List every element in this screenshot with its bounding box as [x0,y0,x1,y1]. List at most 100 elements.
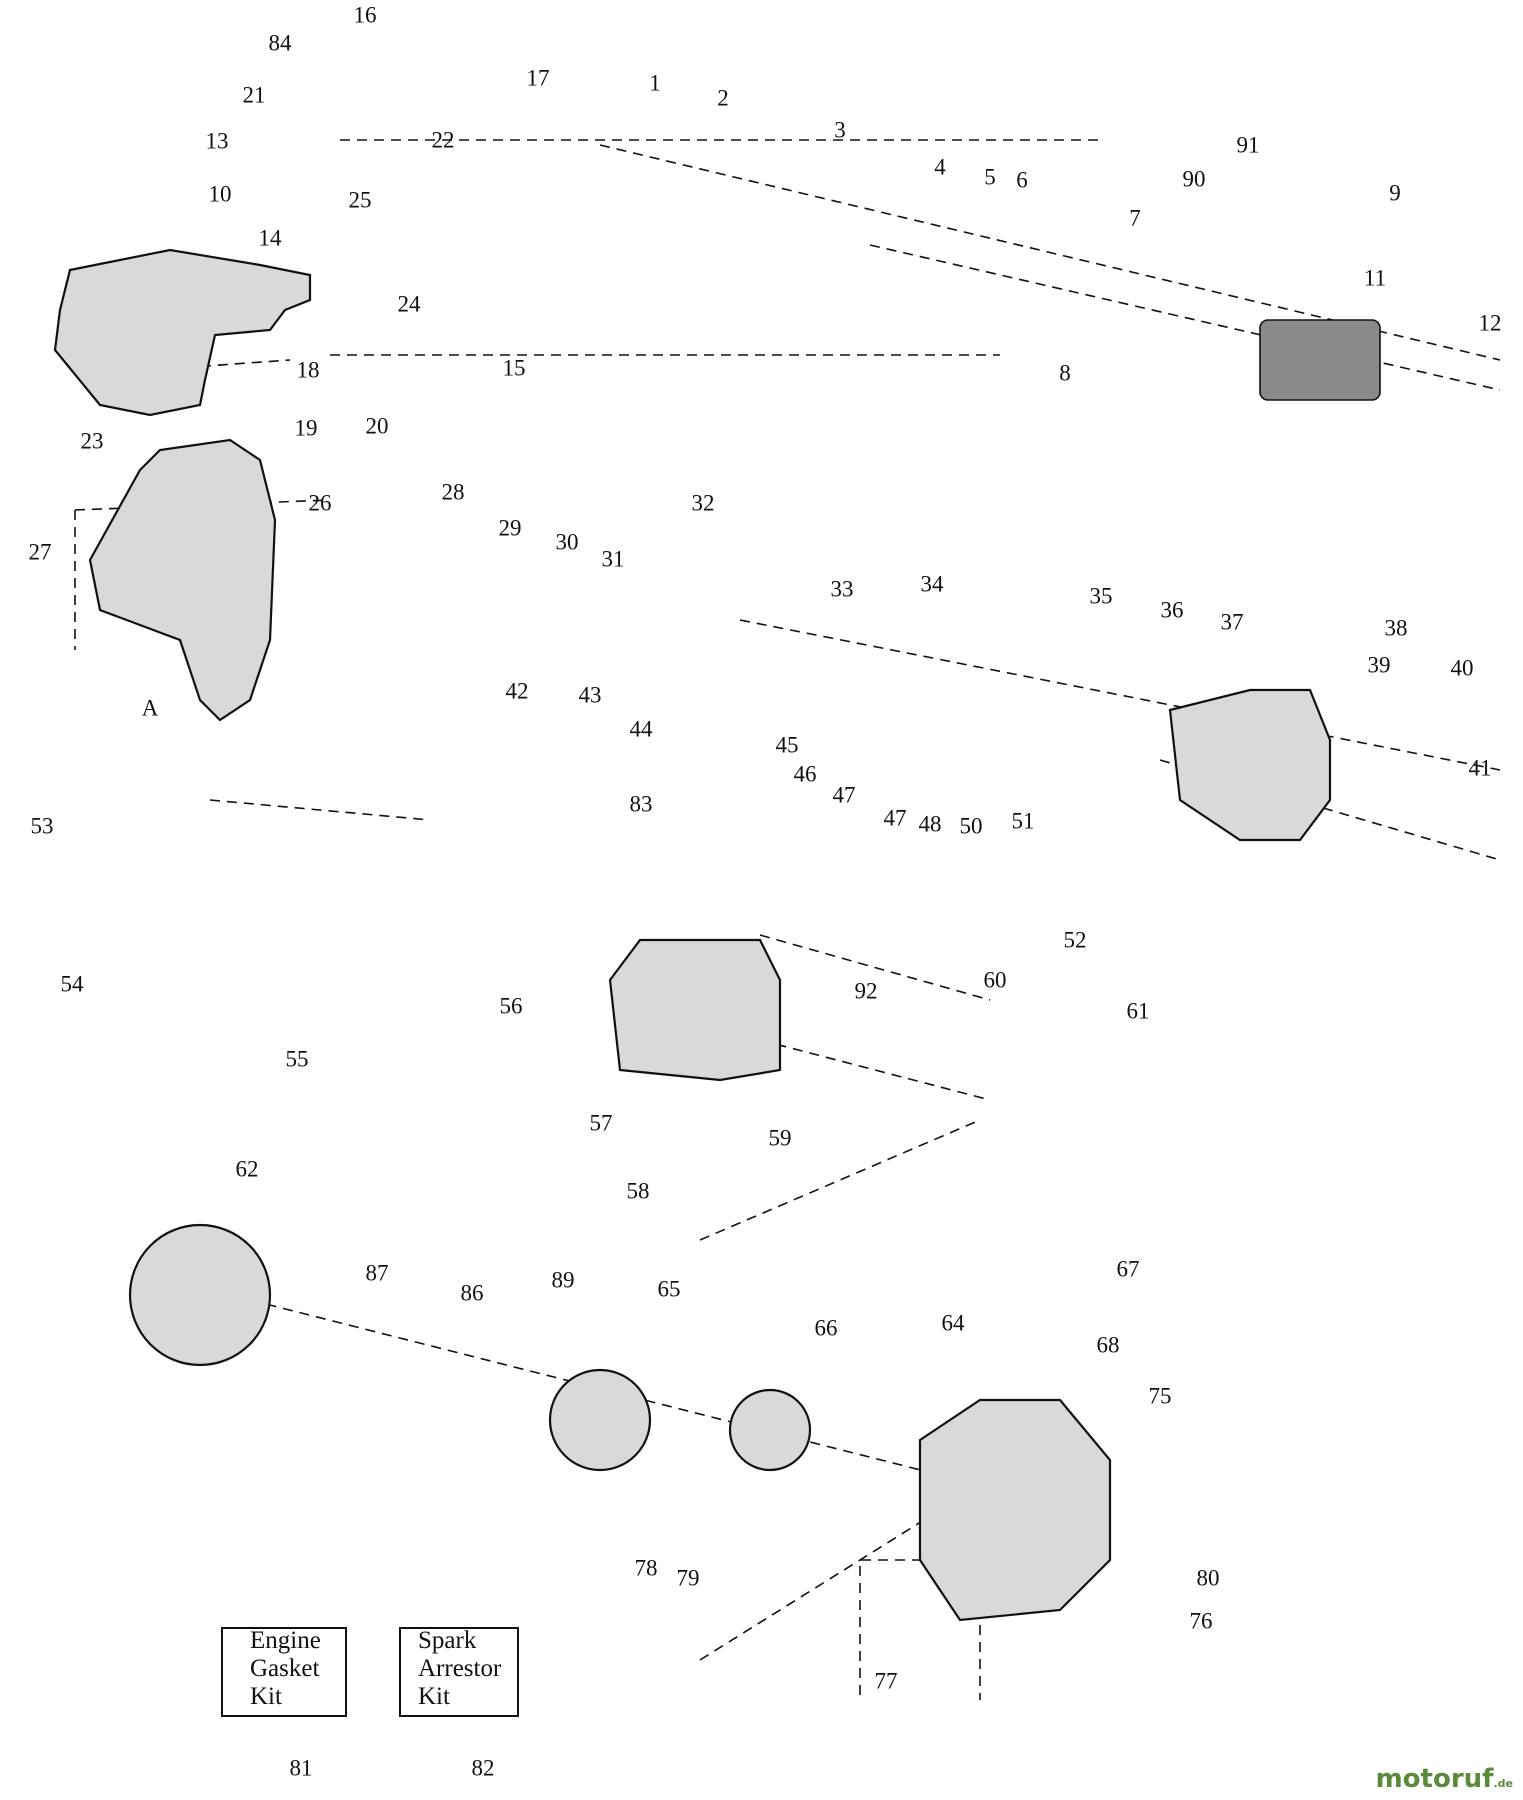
callout-53: 53 [31,813,54,838]
callout-4: 4 [934,154,946,179]
callout-48: 48 [919,811,942,836]
callout-83: 83 [630,791,653,816]
callout-28: 28 [442,479,465,504]
callout-55: 55 [286,1046,309,1071]
callout-10: 10 [209,181,232,206]
callout-17: 17 [527,65,550,90]
pulley-part [548,1368,652,1472]
watermark: motoruf.de [1376,1764,1513,1794]
callout-52: 52 [1064,927,1087,952]
callout-15: 15 [503,355,526,380]
starter-pulley-part [728,1388,812,1472]
callout-91: 91 [1237,132,1260,157]
callout-57: 57 [590,1110,613,1135]
callout-79: 79 [677,1565,700,1590]
callout-62: 62 [236,1156,259,1181]
callout-43: 43 [579,682,602,707]
callout-77: 77 [875,1668,898,1693]
callout-44: 44 [630,716,654,741]
watermark-text: motoruf [1375,1764,1494,1794]
callout-20: 20 [366,413,389,438]
callout-61: 61 [1127,998,1150,1023]
callout-82: 82 [472,1755,495,1780]
callout-27: 27 [29,539,52,564]
callout-6: 6 [1016,167,1028,192]
callout-59: 59 [769,1125,792,1150]
callout-81: 81 [290,1755,313,1780]
callout-47: 47 [833,782,856,807]
callout-8: 8 [1059,360,1071,385]
spark-arrestor-kit-line2: Arrestor [418,1655,502,1682]
callout-41: 41 [1469,755,1492,780]
callout-54: 54 [61,971,85,996]
callout-11: 11 [1364,265,1386,290]
callout-22: 22 [432,127,455,152]
cover-part [88,438,277,722]
callout-30: 30 [556,529,579,554]
callout-51: 51 [1012,808,1035,833]
callout-87: 87 [366,1260,389,1285]
callout-92: 92 [855,978,878,1003]
callout-66: 66 [815,1315,838,1340]
callout-89: 89 [552,1267,575,1292]
callout-37: 37 [1221,609,1244,634]
callout-65: 65 [658,1276,681,1301]
callout-31: 31 [602,546,625,571]
callout-39: 39 [1368,652,1391,677]
flywheel-part [128,1223,272,1367]
callout-67: 67 [1117,1256,1140,1281]
callout-16: 16 [354,2,377,27]
callout-45: 45 [776,732,799,757]
callout-42: 42 [506,678,529,703]
spark-arrestor-kit-line3: Kit [418,1683,450,1710]
callout-35: 35 [1090,583,1113,608]
callout-90: 90 [1183,166,1206,191]
callout-14: 14 [259,225,283,250]
callout-19: 19 [295,415,318,440]
callout-46: 46 [794,761,817,786]
fuel-tank-part [53,248,312,417]
callout-58: 58 [627,1178,650,1203]
callout-36: 36 [1161,597,1184,622]
callout-78: 78 [635,1555,658,1580]
callout-9: 9 [1389,180,1401,205]
callout-7: 7 [1129,205,1141,230]
engine-gasket-kit-line2: Gasket [250,1655,319,1682]
callout-12: 12 [1479,310,1502,335]
callout-68: 68 [1097,1332,1120,1357]
callout-5: 5 [984,164,996,189]
callout-84: 84 [269,30,293,55]
watermark-suffix: .de [1493,1777,1513,1790]
callout-38: 38 [1385,615,1408,640]
carburetor-part [1259,319,1381,401]
callout-23: 23 [81,428,104,453]
callout-60: 60 [984,967,1007,992]
callout-64: 64 [942,1310,966,1335]
cylinder-part [608,938,782,1082]
callout-18: 18 [297,357,320,382]
starter-housing-part [918,1398,1112,1622]
callout-29: 29 [499,515,522,540]
crankcase-part [1168,688,1332,842]
callout-56: 56 [500,993,523,1018]
engine-gasket-kit-line3: Kit [250,1683,282,1710]
callout-80: 80 [1197,1565,1220,1590]
callout-13: 13 [206,128,229,153]
spark-arrestor-kit-line1: Spark [418,1627,477,1654]
callout-2: 2 [717,85,729,110]
callout-3: 3 [834,117,846,142]
callout-26: 26 [309,490,332,515]
callout-40: 40 [1451,655,1474,680]
callout-32: 32 [692,490,715,515]
callout-25: 25 [349,187,372,212]
callout-50: 50 [960,813,983,838]
callout-86: 86 [461,1280,484,1305]
engine-parts [53,248,1381,1622]
callout-75: 75 [1149,1383,1172,1408]
callout-21: 21 [243,82,266,107]
label-a: A [142,695,159,720]
callout-33: 33 [831,576,854,601]
callout-47: 47 [884,805,907,830]
